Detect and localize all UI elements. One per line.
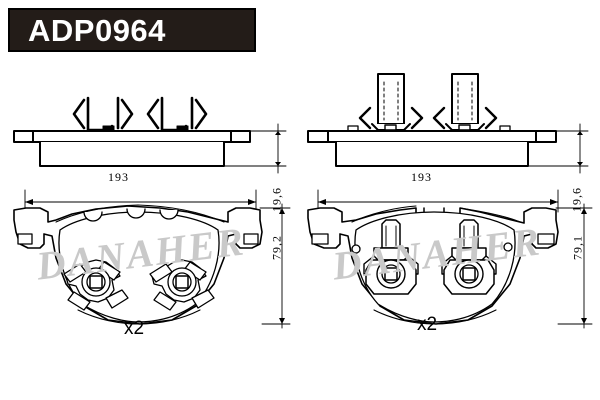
left-quantity-label: x2 xyxy=(124,318,145,339)
left-side-thickness-label: 19,6 xyxy=(269,187,284,212)
left-ear-notch xyxy=(17,233,33,245)
left-drawing-pane: DANAHER xyxy=(0,62,300,362)
thickness-dimension-lines xyxy=(223,123,287,174)
spring-clip-left-2 xyxy=(116,96,134,130)
spring-clip-left-1 xyxy=(72,96,114,132)
retainer-clip-1 xyxy=(63,259,129,311)
retainer-clip-2 xyxy=(149,259,215,311)
locating-hole-left xyxy=(351,244,361,254)
width-dimension-lines xyxy=(24,189,257,213)
post-clip-1 xyxy=(363,219,419,295)
top-notch-1 xyxy=(83,211,103,222)
top-notch-3 xyxy=(159,209,179,220)
part-number-plate: ADP0964 xyxy=(8,8,256,52)
right-quantity-label: x2 xyxy=(417,314,438,335)
spring-clip-right-1 xyxy=(146,96,188,132)
right-drawing-pane: DANAHER xyxy=(300,62,600,362)
bottom-chamfer-line xyxy=(77,309,201,325)
left-drawing-svg xyxy=(13,96,291,329)
thickness-dimension-lines xyxy=(527,123,589,174)
locating-hole-right xyxy=(503,242,513,252)
top-notch-2 xyxy=(126,208,146,219)
left-plan-width-label: 193 xyxy=(108,170,129,184)
right-ear-notch xyxy=(537,233,555,245)
part-number-label: ADP0964 xyxy=(28,12,166,48)
spring-clip-right-2 xyxy=(190,96,208,130)
left-plan-height-label: 79,2 xyxy=(269,235,284,260)
backing-plate-edge xyxy=(307,130,557,143)
right-plan-height-label: 79,1 xyxy=(570,235,585,260)
right-side-thickness-label: 19,6 xyxy=(569,187,584,212)
top-chamfer-line xyxy=(55,204,225,223)
friction-block-edge xyxy=(335,141,529,167)
width-dimension-lines xyxy=(317,189,559,213)
bottom-chamfer-line xyxy=(373,309,497,325)
height-dimension-lines xyxy=(259,203,291,329)
height-dimension-lines xyxy=(555,203,593,329)
left-ear-notch xyxy=(311,233,329,245)
right-ear-notch xyxy=(243,233,259,245)
right-drawing-svg xyxy=(307,73,593,329)
wear-sensor-post-2 xyxy=(432,73,498,131)
right-plan-width-label: 193 xyxy=(411,170,432,184)
backing-plate-edge xyxy=(13,130,251,143)
wear-sensor-post-1 xyxy=(358,73,424,131)
friction-block-edge xyxy=(39,141,225,167)
top-chamfer-right xyxy=(459,207,521,223)
top-chamfer-left xyxy=(351,205,417,223)
post-clip-2 xyxy=(441,219,497,295)
